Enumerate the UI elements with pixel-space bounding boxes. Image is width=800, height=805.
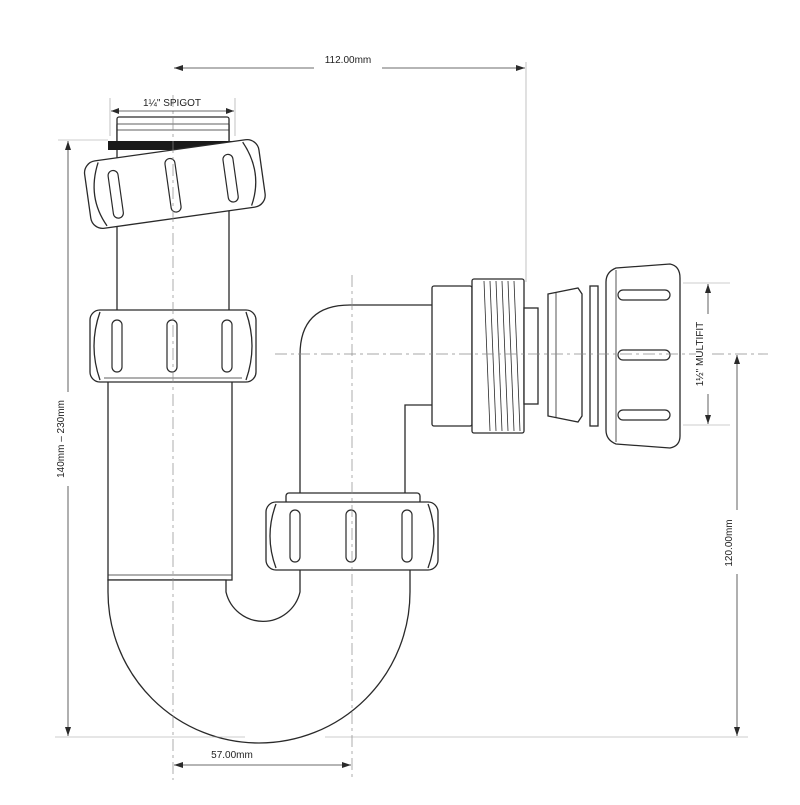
outlet-elbow [299, 304, 441, 501]
dimension-bottom-offset: 57.00mm [174, 750, 351, 768]
dimension-multifit-label: 1½" MULTIFIT [695, 322, 706, 386]
threaded-outlet [431, 278, 539, 434]
cone-washer [547, 287, 583, 423]
centre-lines [172, 95, 768, 780]
dimension-outlet-height-label: 120.00mm [724, 519, 735, 566]
dimension-bottom-offset-label: 57.00mm [211, 750, 253, 761]
dimension-outlet-height: 120.00mm [724, 355, 740, 736]
dimension-overall-height: 140mm – 230mm [55, 141, 71, 736]
dimension-top-width-label: 112.00mm [325, 55, 372, 66]
dimension-overall-height-label: 140mm – 230mm [56, 400, 67, 478]
dimension-spigot-label: 1¼" SPIGOT [143, 97, 201, 109]
top-nut [83, 138, 266, 230]
dimension-spigot: 1¼" SPIGOT [111, 97, 234, 114]
dimension-top-width: 112.00mm [174, 55, 525, 74]
dimension-multifit: 1½" MULTIFIT [695, 284, 711, 424]
multifit-nut [605, 263, 681, 449]
u-bend [107, 564, 411, 744]
flat-washer [589, 285, 599, 427]
extension-lines [55, 62, 748, 738]
